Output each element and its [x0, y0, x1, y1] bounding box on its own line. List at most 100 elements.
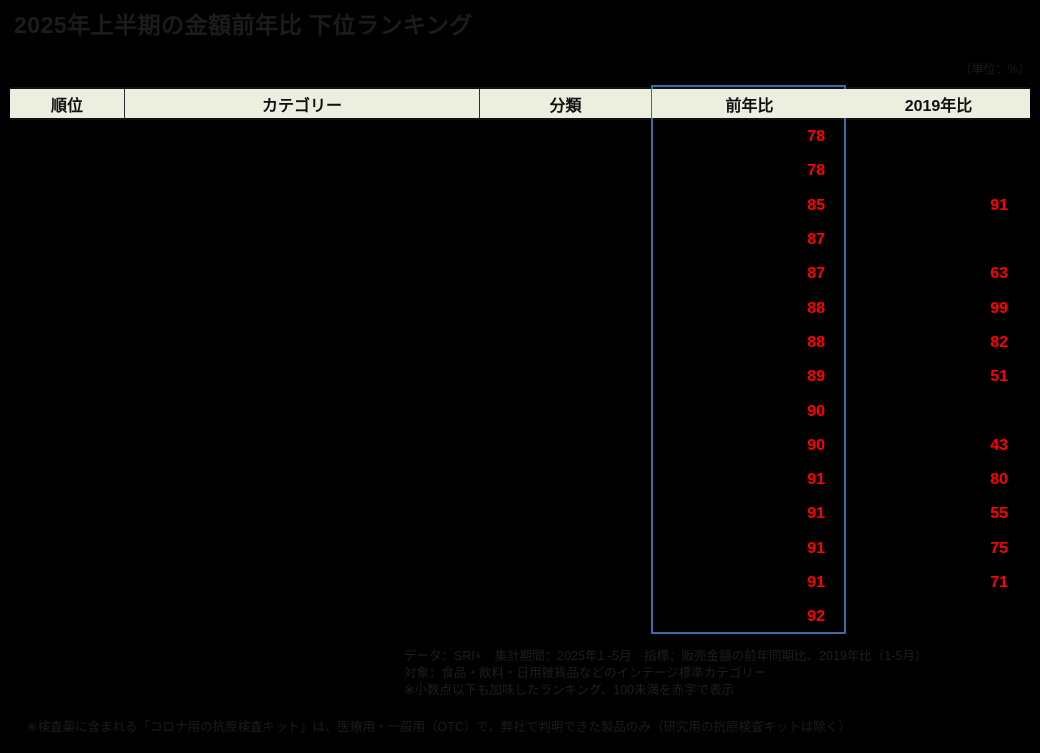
unit-note: （単位：%） — [959, 62, 1030, 76]
table-row[interactable]: 91 71 — [10, 566, 1030, 600]
table-header-row: 順位 カテゴリー 分類 前年比 2019年比 — [10, 87, 1030, 120]
cell-rank — [10, 566, 125, 600]
cell-rank — [10, 154, 125, 188]
cell-rank — [10, 326, 125, 360]
cell-vs-2019: 91 — [990, 196, 1008, 214]
cell-rank — [10, 257, 125, 291]
cell-year-over-year: 89 — [807, 368, 825, 386]
cell-rank — [10, 429, 125, 463]
source-note-line-2: 対象：食品・飲料・日用雑貨品などのインテージ標準カテゴリー — [404, 666, 767, 680]
cell-classification — [480, 566, 652, 600]
cell-year-over-year: 91 — [807, 505, 825, 523]
table-row[interactable]: 88 82 — [10, 326, 1030, 360]
cell-vs-2019: 80 — [990, 471, 1008, 489]
cell-classification — [480, 223, 652, 257]
cell-year-over-year: 88 — [807, 299, 825, 317]
cell-year-over-year: 90 — [807, 402, 825, 420]
cell-year-over-year: 85 — [807, 196, 825, 214]
source-note-line-3: ※小数点以下も加味したランキング、100未満を赤字で表示 — [404, 683, 735, 697]
cell-rank — [10, 120, 125, 154]
cell-category — [125, 120, 480, 154]
cell-category — [125, 154, 480, 188]
table-row[interactable]: 78 — [10, 154, 1030, 188]
cell-vs-2019: 55 — [990, 505, 1008, 523]
cell-vs-2019: 43 — [990, 436, 1008, 454]
cell-rank — [10, 532, 125, 566]
cell-rank — [10, 394, 125, 428]
source-note: データ：SRI+ 集計期間：2025年1 -5月 指標：販売金額の前年同期比、2… — [404, 648, 927, 699]
cell-year-over-year: 87 — [807, 265, 825, 283]
page-title: 2025年上半期の金額前年比 下位ランキング — [14, 12, 473, 38]
cell-category — [125, 360, 480, 394]
cell-classification — [480, 532, 652, 566]
cell-classification — [480, 463, 652, 497]
table-row[interactable]: 91 75 — [10, 532, 1030, 566]
cell-category — [125, 189, 480, 223]
table-row[interactable]: 89 51 — [10, 360, 1030, 394]
ranking-table: 順位 カテゴリー 分類 前年比 2019年比 78 78 85 91 87 87 63 88 9… — [10, 87, 1030, 634]
cell-category — [125, 223, 480, 257]
cell-year-over-year: 78 — [807, 128, 825, 146]
cell-classification — [480, 154, 652, 188]
cell-classification — [480, 600, 652, 634]
column-header-vs-2019[interactable]: 2019年比 — [847, 89, 1030, 118]
cell-rank — [10, 463, 125, 497]
cell-category — [125, 600, 480, 634]
table-row[interactable]: 85 91 — [10, 189, 1030, 223]
cell-vs-2019: 51 — [990, 368, 1008, 386]
cell-year-over-year: 78 — [807, 162, 825, 180]
cell-vs-2019 — [847, 154, 1030, 188]
cell-year-over-year: 91 — [807, 574, 825, 591]
cell-vs-2019 — [847, 223, 1030, 257]
cell-category — [125, 463, 480, 497]
cell-rank — [10, 360, 125, 394]
table-row[interactable]: 90 — [10, 394, 1030, 428]
cell-year-over-year: 92 — [807, 608, 825, 626]
column-header-rank[interactable]: 順位 — [10, 89, 125, 118]
cell-vs-2019: 71 — [990, 574, 1008, 591]
cell-category — [125, 257, 480, 291]
table-row[interactable]: 87 63 — [10, 257, 1030, 291]
column-header-category[interactable]: カテゴリー — [125, 89, 480, 118]
table-row[interactable]: 92 — [10, 600, 1030, 634]
cell-category — [125, 497, 480, 531]
cell-vs-2019 — [847, 394, 1030, 428]
cell-vs-2019: 75 — [990, 539, 1008, 557]
cell-category — [125, 291, 480, 325]
cell-classification — [480, 394, 652, 428]
cell-vs-2019: 82 — [990, 333, 1008, 351]
table-row[interactable]: 87 — [10, 223, 1030, 257]
cell-classification — [480, 326, 652, 360]
cell-classification — [480, 429, 652, 463]
cell-vs-2019: 63 — [990, 265, 1008, 283]
table-row[interactable]: 88 99 — [10, 291, 1030, 325]
cell-category — [125, 394, 480, 428]
cell-year-over-year: 87 — [807, 231, 825, 249]
cell-year-over-year: 88 — [807, 333, 825, 351]
column-header-year-over-year[interactable]: 前年比 — [652, 89, 847, 118]
disclaimer-note: ※検査薬に含まれる「コロナ用の抗原検査キット」は、医療用・一般用（OTC）で、弊… — [27, 720, 851, 734]
cell-classification — [480, 497, 652, 531]
source-note-line-1: データ：SRI+ 集計期間：2025年1 -5月 指標：販売金額の前年同期比、2… — [404, 649, 928, 663]
cell-year-over-year: 90 — [807, 436, 825, 454]
cell-classification — [480, 360, 652, 394]
table-row[interactable]: 78 — [10, 120, 1030, 154]
cell-rank — [10, 497, 125, 531]
column-header-classification[interactable]: 分類 — [480, 89, 652, 118]
table-row[interactable]: 91 55 — [10, 497, 1030, 531]
cell-rank — [10, 600, 125, 634]
cell-category — [125, 429, 480, 463]
cell-year-over-year: 91 — [807, 539, 825, 557]
cell-rank — [10, 189, 125, 223]
cell-classification — [480, 189, 652, 223]
cell-category — [125, 326, 480, 360]
table-row[interactable]: 90 43 — [10, 429, 1030, 463]
cell-vs-2019: 99 — [990, 299, 1008, 317]
cell-vs-2019 — [847, 120, 1030, 154]
cell-category — [125, 566, 480, 600]
cell-category — [125, 532, 480, 566]
cell-rank — [10, 223, 125, 257]
cell-classification — [480, 291, 652, 325]
